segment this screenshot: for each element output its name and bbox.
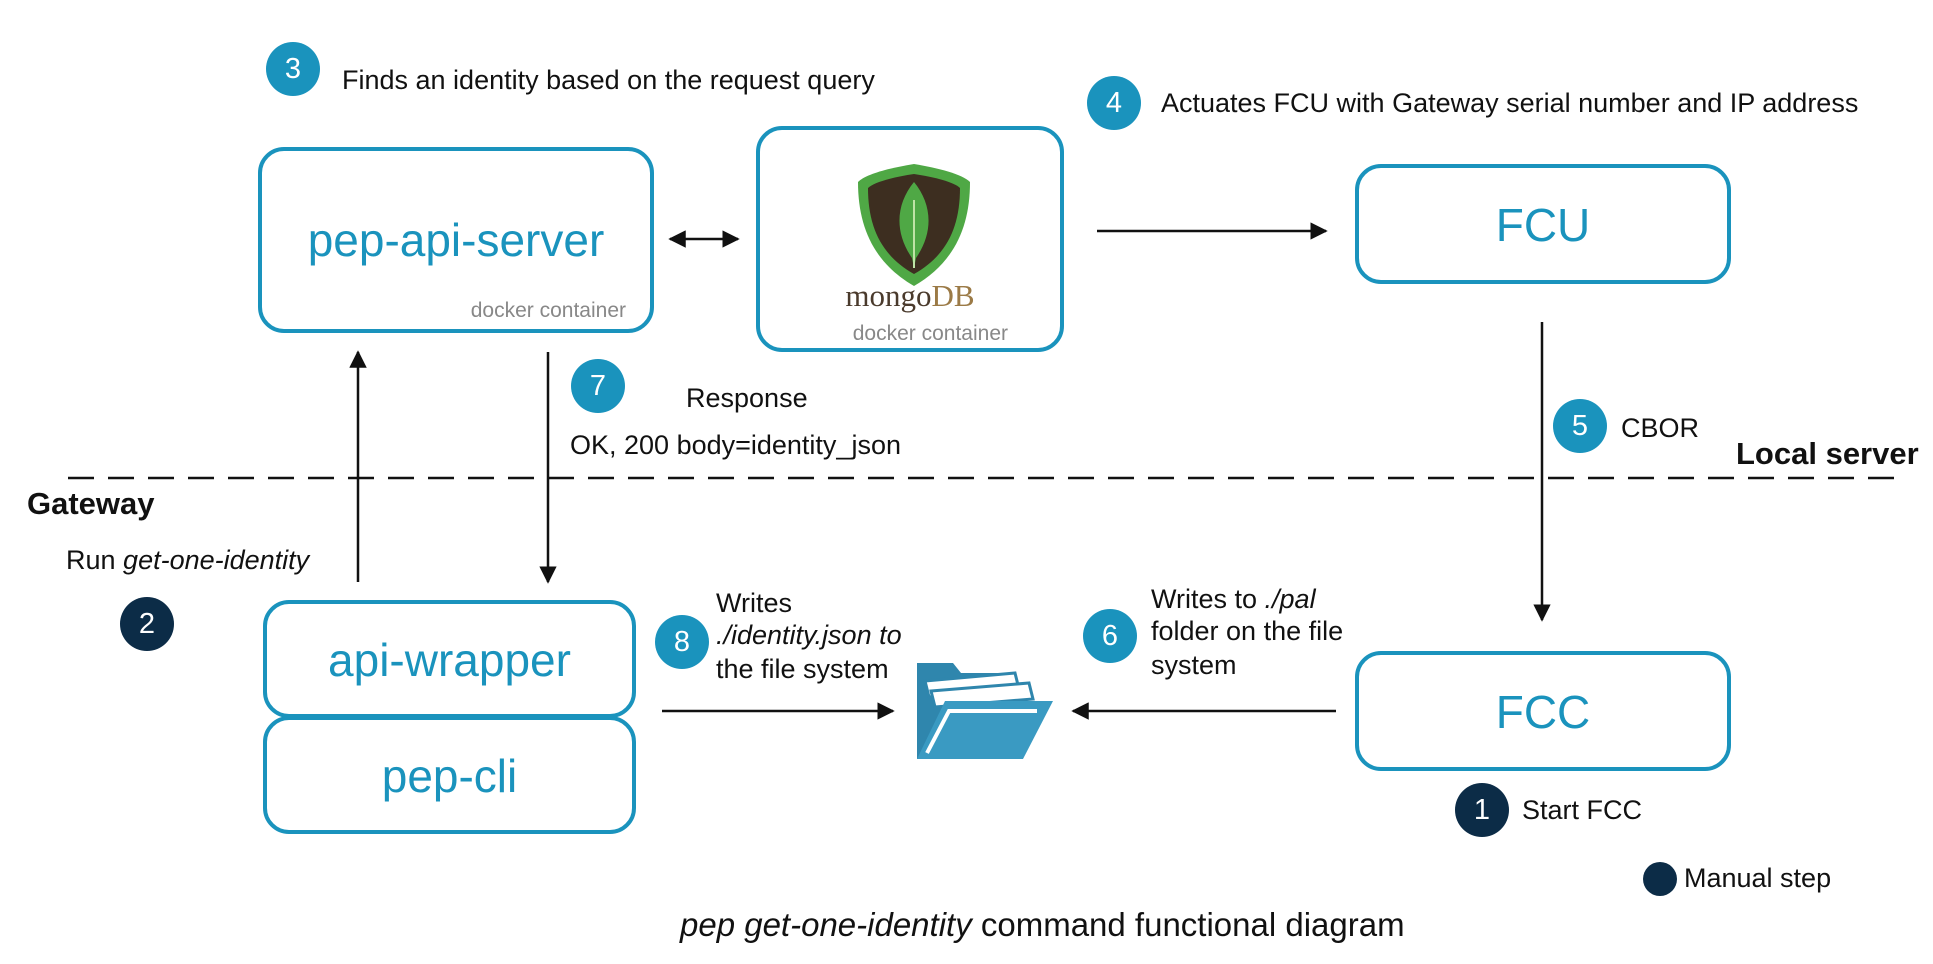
step-2-badge: 2	[120, 597, 174, 651]
step-7-label-line1: Response	[686, 383, 808, 413]
api-wrapper-box: api-wrapper	[263, 600, 636, 718]
folder-icon	[917, 663, 1053, 759]
step-8-label-italic: ./identity.json to	[716, 620, 902, 650]
pep-cli-box: pep-cli	[263, 716, 636, 834]
caption-command: pep get-one-identity	[680, 906, 972, 943]
step-2-label-command: get-one-identity	[123, 545, 310, 575]
step-8-badge: 8	[655, 615, 709, 669]
step-8-label-line1: Writes	[716, 588, 793, 618]
step-2-label: Run get-one-identity	[66, 545, 309, 576]
step-7-label-line2: OK, 200 body=identity_json	[570, 430, 901, 460]
step-6-badge: 6	[1083, 609, 1137, 663]
mongodb-sub: docker container	[852, 322, 1008, 345]
step-6-label-prefix: Writes to	[1151, 584, 1265, 614]
step-7-badge: 7	[571, 359, 625, 413]
pep-api-server-title: pep-api-server	[307, 214, 605, 266]
step-3-label: Finds an identity based on the request q…	[342, 65, 875, 95]
legend-manual-label: Manual step	[1684, 863, 1832, 893]
fcc-box: FCC	[1355, 651, 1731, 771]
mongodb-leaf-icon	[858, 164, 970, 286]
mongodb-wordmark-mongo: mongo	[845, 278, 932, 313]
caption-rest: command functional diagram	[971, 906, 1405, 943]
api-wrapper-title: api-wrapper	[328, 634, 571, 686]
step-6-label-line3: system	[1151, 650, 1237, 680]
legend-manual-dot	[1643, 862, 1677, 896]
local-server-label: Local server	[1736, 436, 1919, 471]
step-2-label-prefix: Run	[66, 545, 124, 575]
pep-cli-title: pep-cli	[381, 750, 518, 802]
step-8-label-line2: ./identity.json to	[716, 620, 902, 651]
pep-api-server-box: pep-api-server docker container	[258, 147, 654, 333]
fcc-title: FCC	[1495, 686, 1591, 738]
step-1-badge: 1	[1455, 783, 1509, 837]
fcu-title: FCU	[1495, 199, 1591, 251]
mongodb-box: mongoDB docker container	[756, 126, 1064, 352]
step-6-label-path: ./pal	[1264, 584, 1316, 614]
mongodb-wordmark: mongoDB	[760, 278, 1060, 314]
mongodb-wordmark-db: DB	[931, 278, 975, 313]
step-4-label: Actuates FCU with Gateway serial number …	[1161, 88, 1859, 118]
pep-api-server-sub: docker container	[470, 299, 626, 322]
step-5-badge: 5	[1553, 399, 1607, 453]
step-6-label-line2: folder on the file	[1151, 616, 1344, 646]
step-5-label: CBOR	[1621, 413, 1700, 443]
step-3-badge: 3	[266, 42, 320, 96]
diagram-caption: pep get-one-identity command functional …	[680, 906, 1405, 944]
step-6-label-line1: Writes to ./pal	[1151, 584, 1316, 615]
step-8-label-line3: the file system	[716, 654, 889, 684]
step-4-badge: 4	[1087, 76, 1141, 130]
gateway-label: Gateway	[27, 486, 155, 521]
fcu-box: FCU	[1355, 164, 1731, 284]
step-1-label: Start FCC	[1522, 795, 1643, 825]
